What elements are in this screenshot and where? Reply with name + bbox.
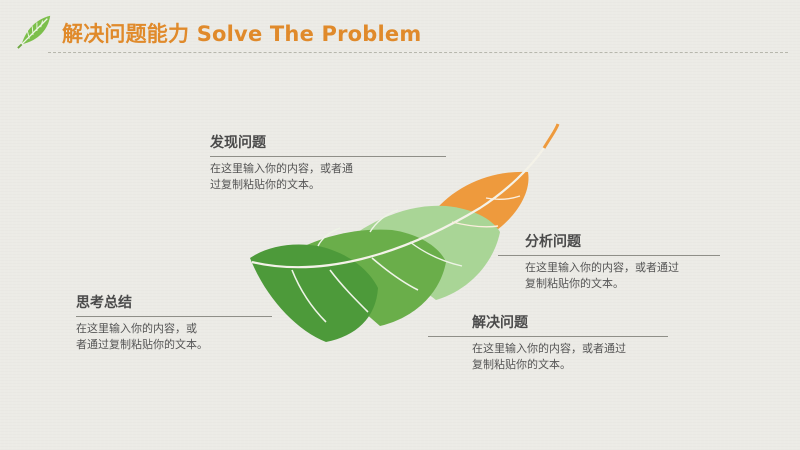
section-rule xyxy=(210,156,446,157)
section-discover: 发现问题 在这里输入你的内容，或者通 过复制粘贴你的文本。 xyxy=(210,132,450,193)
section-title: 分析问题 xyxy=(525,234,581,250)
section-solve: 解决问题 在这里输入你的内容，或者通过 复制粘贴你的文本。 xyxy=(428,312,678,373)
section-rule xyxy=(428,336,668,337)
section-title: 发现问题 xyxy=(210,135,266,151)
title-divider xyxy=(48,52,788,53)
section-title: 思考总结 xyxy=(76,295,132,311)
section-text-line: 在这里输入你的内容，或 xyxy=(76,322,197,335)
section-text-line: 在这里输入你的内容，或者通过 xyxy=(525,261,679,274)
section-text-line: 者通过复制粘贴你的文本。 xyxy=(76,338,208,351)
section-reflect: 思考总结 在这里输入你的内容，或 者通过复制粘贴你的文本。 xyxy=(76,292,276,353)
section-rule xyxy=(498,255,720,256)
section-rule xyxy=(76,316,272,317)
section-text-line: 复制粘贴你的文本。 xyxy=(472,358,571,371)
section-text: 在这里输入你的内容，或者通过 复制粘贴你的文本。 xyxy=(498,260,730,292)
section-text-line: 复制粘贴你的文本。 xyxy=(525,277,624,290)
section-text: 在这里输入你的内容，或者通 过复制粘贴你的文本。 xyxy=(210,161,450,193)
section-text-line: 在这里输入你的内容，或者通 xyxy=(210,162,353,175)
section-title: 解决问题 xyxy=(472,315,528,331)
leaf-icon xyxy=(17,15,51,49)
section-text-line: 过复制粘贴你的文本。 xyxy=(210,178,320,191)
section-text: 在这里输入你的内容，或 者通过复制粘贴你的文本。 xyxy=(76,321,276,353)
section-analyze: 分析问题 在这里输入你的内容，或者通过 复制粘贴你的文本。 xyxy=(498,231,730,292)
page-title: 解决问题能力 Solve The Problem xyxy=(62,22,422,46)
section-text: 在这里输入你的内容，或者通过 复制粘贴你的文本。 xyxy=(428,341,678,373)
section-text-line: 在这里输入你的内容，或者通过 xyxy=(472,342,626,355)
